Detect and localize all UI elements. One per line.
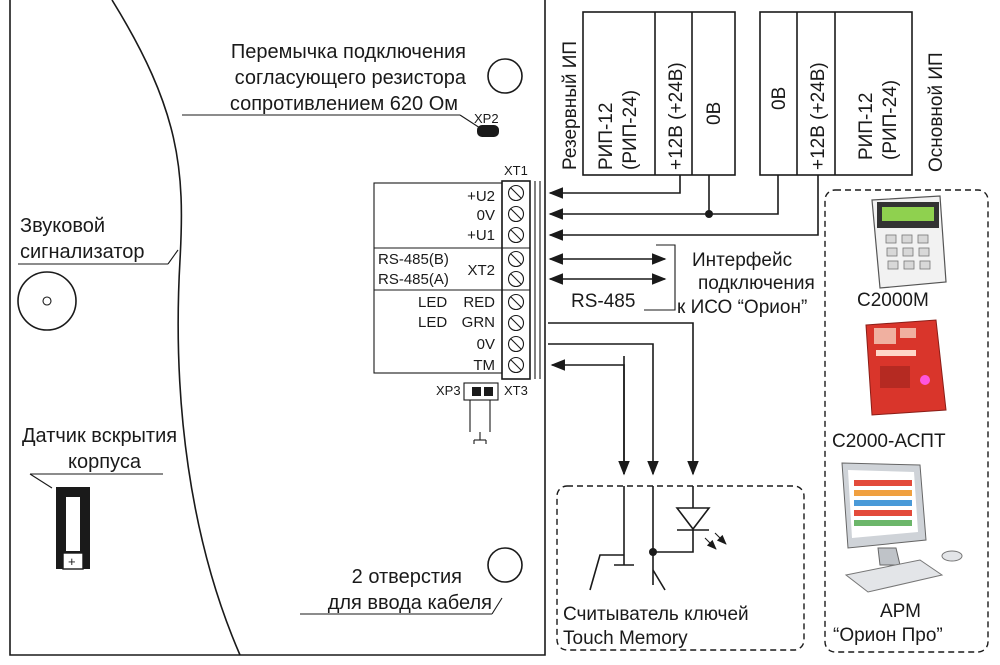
tamper-label-line2: корпуса bbox=[68, 451, 142, 473]
buzzer-label-line2: сигнализатор bbox=[20, 241, 145, 263]
term-0v-1: 0V bbox=[477, 207, 495, 224]
xp2-jumper bbox=[477, 125, 499, 137]
rs485-interface: RS-485 Интерфейс подключения к ИСО “Орио… bbox=[548, 244, 815, 318]
interface-label-line1: Интерфейс bbox=[692, 250, 792, 271]
jumper-label-line3: сопротивлением 620 Ом bbox=[230, 93, 458, 115]
term-u1: +U1 bbox=[467, 227, 495, 244]
led-label-1: LED bbox=[418, 294, 447, 311]
touch-memory-reader: Считыватель ключей Touch Memory bbox=[556, 485, 805, 651]
term-rs485b: RS-485(B) bbox=[378, 251, 449, 268]
reserve-psu-model: РИП-12 bbox=[596, 103, 617, 170]
holes-label-line2: для ввода кабеля bbox=[328, 592, 492, 614]
reader-wires bbox=[548, 322, 699, 476]
jumper-label-line2: согласующего резистора bbox=[235, 67, 467, 89]
device-arm-label: АРМ bbox=[880, 601, 921, 622]
term-tm: TM bbox=[473, 357, 495, 374]
enclosure-outline bbox=[9, 0, 546, 656]
control-cabinet-icon bbox=[865, 319, 947, 416]
reserve-psu-pin-zero: 0В bbox=[704, 102, 725, 125]
main-psu-model-alt: (РИП-24) bbox=[880, 80, 901, 160]
main-psu-pin-plus: +12В (+24В) bbox=[808, 62, 829, 170]
tamper-plus-label: + bbox=[68, 554, 76, 569]
buzzer-label-line1: Звуковой bbox=[20, 215, 105, 237]
power-wires bbox=[548, 175, 819, 241]
rs485-label: RS-485 bbox=[571, 291, 635, 312]
buzzer-annotation: Звуковой сигнализатор bbox=[17, 215, 179, 331]
tamper-label-line1: Датчик вскрытия bbox=[22, 425, 177, 447]
reserve-power-supply: Резервный ИП РИП-12 (РИП-24) +12В (+24В)… bbox=[560, 11, 736, 176]
holes-label-line1: 2 отверстия bbox=[352, 566, 462, 588]
terminal-block: XT1 +U2 0V +U1 RS-485(B) RS-485(A) XT2 L… bbox=[373, 163, 541, 444]
term-red: RED bbox=[463, 294, 495, 311]
term-u2: +U2 bbox=[467, 188, 495, 205]
device-c2000m-label: С2000М bbox=[857, 290, 929, 311]
jumper-annotation: Перемычка подключения согласующего резис… bbox=[182, 41, 499, 137]
xp2-label: XP2 bbox=[474, 111, 499, 126]
computer-icon bbox=[841, 462, 963, 593]
led-label-2: LED bbox=[418, 314, 447, 331]
reserve-psu-model-alt: (РИП-24) bbox=[620, 90, 641, 170]
main-psu-model: РИП-12 bbox=[856, 93, 877, 160]
holes-annotation: 2 отверстия для ввода кабеля bbox=[300, 547, 523, 615]
device-c2000-aspt-label: С2000-АСПТ bbox=[832, 431, 946, 452]
term-0v-2: 0V bbox=[477, 336, 495, 353]
main-power-supply: 0В +12В (+24В) РИП-12 (РИП-24) Основной … bbox=[759, 11, 947, 176]
screw-terminals bbox=[507, 184, 525, 374]
tamper-switch-icon bbox=[56, 487, 90, 570]
keypad-icon bbox=[871, 195, 947, 289]
xp3-label: XP3 bbox=[436, 383, 461, 398]
xt3-label: XT3 bbox=[504, 383, 528, 398]
jumper-label-line1: Перемычка подключения bbox=[231, 41, 466, 63]
xt1-label: XT1 bbox=[504, 163, 528, 178]
reader-label-line2: Touch Memory bbox=[563, 628, 688, 649]
reserve-psu-title: Резервный ИП bbox=[560, 41, 581, 170]
term-grn: GRN bbox=[462, 314, 495, 331]
main-psu-title: Основной ИП bbox=[926, 52, 947, 172]
tamper-annotation: Датчик вскрытия корпуса + bbox=[22, 425, 177, 570]
buzzer-icon bbox=[17, 271, 77, 331]
reader-label-line1: Считыватель ключей bbox=[563, 604, 749, 625]
xt2-label: XT2 bbox=[467, 262, 495, 279]
cable-hole bbox=[487, 547, 523, 583]
interface-label-line3: к ИСО “Орион” bbox=[677, 297, 807, 318]
term-rs485a: RS-485(A) bbox=[378, 271, 449, 288]
interface-label-line2: подключения bbox=[698, 273, 815, 294]
devices-group: С2000М С2000-АСПТ АРМ “Орион Про” bbox=[824, 189, 989, 653]
main-psu-pin-zero: 0В bbox=[769, 87, 790, 110]
mounting-hole-top bbox=[487, 58, 523, 94]
device-arm-sublabel: “Орион Про” bbox=[833, 625, 943, 646]
reserve-psu-pin-plus: +12В (+24В) bbox=[666, 62, 687, 170]
